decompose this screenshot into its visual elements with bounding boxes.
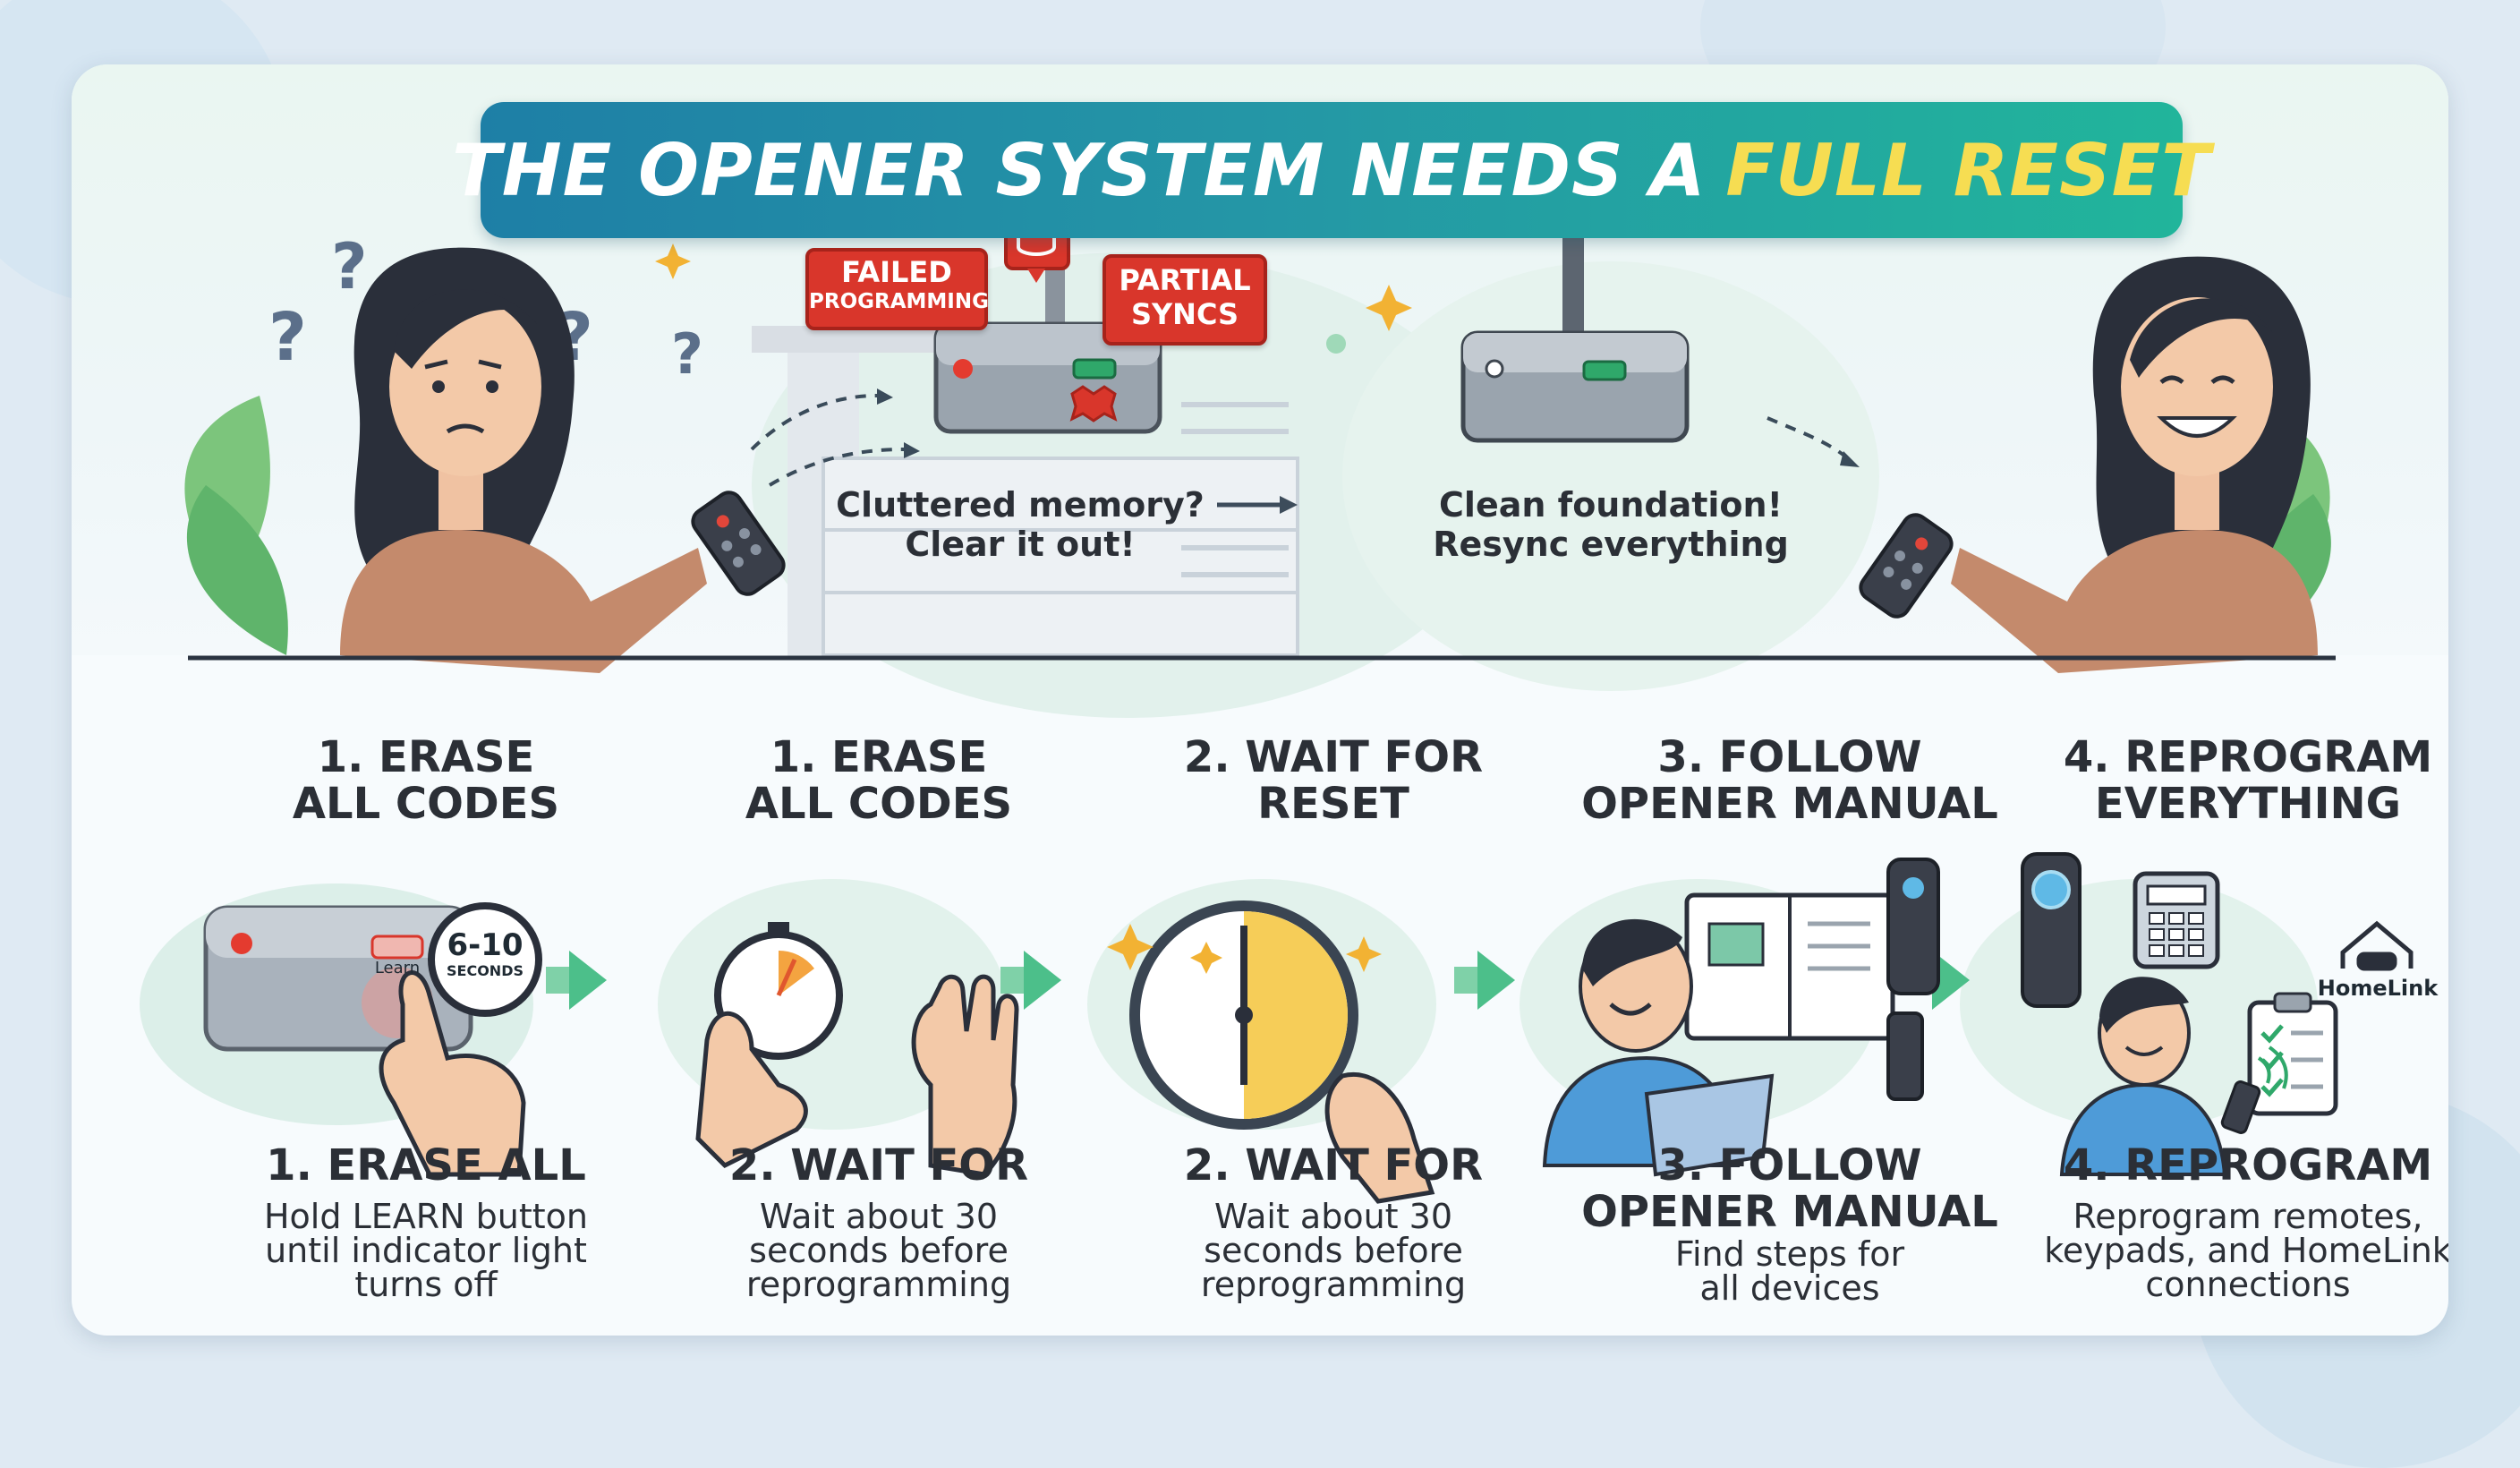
red-indicator-light — [953, 359, 973, 379]
sparkle-icon — [1346, 936, 1382, 972]
right-hero-caption: Clean foundation! Resync everything — [1433, 485, 1789, 564]
timer-badge-value: 6-10 — [447, 927, 524, 963]
sparkle-icon — [655, 243, 691, 279]
title-highlight: FULL RESET — [1725, 128, 2211, 212]
house-car-icon — [2340, 920, 2414, 971]
step-arrow-icon — [546, 951, 607, 1010]
step-arrow-icon — [1000, 951, 1061, 1010]
step-arrow-icon — [1454, 951, 1515, 1010]
hand-icon — [1324, 1072, 1435, 1204]
title-banner: THE OPENER SYSTEM NEEDS A FULL RESET — [452, 102, 2210, 238]
signal-icon — [2257, 1046, 2288, 1089]
left-hero-caption: Cluttered memory? Clear it out! — [836, 485, 1205, 564]
question-mark-icon: ? — [268, 299, 307, 376]
hero-illustration: ? ? ? ? ? — [184, 172, 2336, 718]
step-1-subtitle: 1. ERASE ALL — [266, 1140, 586, 1191]
question-mark-icon: ? — [331, 230, 368, 303]
keypad-remote-icon — [1886, 1011, 1924, 1101]
question-mark-icon: ? — [671, 321, 703, 387]
step-2-subtitle: 2. WAIT FOR — [728, 1140, 1029, 1191]
power-icon — [2031, 870, 2071, 909]
sparkle-icon — [1366, 285, 1412, 331]
happy-woman-illustration — [1951, 256, 2318, 673]
infographic-card: ? ? ? ? ? — [72, 64, 2448, 1336]
leaf-icon — [186, 485, 288, 655]
error-burst-icon — [1069, 385, 1118, 422]
step-5-subtitle: 4. REPROGRAM — [2063, 1140, 2433, 1191]
man-illustration — [2059, 1082, 2227, 1176]
raised-hand-icon — [911, 974, 1019, 1177]
title-main: THE OPENER SYSTEM NEEDS A — [452, 128, 1707, 212]
steps-illustration — [140, 852, 2414, 1204]
partial-syncs-tag: PARTIAL SYNCS — [1102, 254, 1267, 346]
book-icon — [1644, 1073, 1775, 1177]
step-3-subtitle: 2. WAIT FOR — [1183, 1140, 1484, 1191]
failed-programming-tag: FAILED PROGRAMMING — [805, 248, 989, 330]
learn-button-label: Learn — [374, 959, 421, 977]
garage-door — [822, 457, 1299, 657]
remote-control-icon — [691, 491, 786, 596]
timer-badge-unit: SECONDS — [447, 962, 524, 979]
sparkle-icon — [1190, 942, 1222, 974]
remote-control-icon — [1886, 858, 1940, 995]
hand-icon — [695, 1011, 808, 1169]
stopwatch-badge — [428, 902, 542, 1017]
worried-woman-illustration — [340, 247, 707, 673]
remote-control-icon — [1859, 513, 1954, 619]
pointing-hand-icon — [379, 970, 526, 1177]
sparkle-icon — [1107, 924, 1154, 970]
learn-button — [370, 935, 424, 960]
homelink-label: HomeLink — [2317, 976, 2439, 1001]
